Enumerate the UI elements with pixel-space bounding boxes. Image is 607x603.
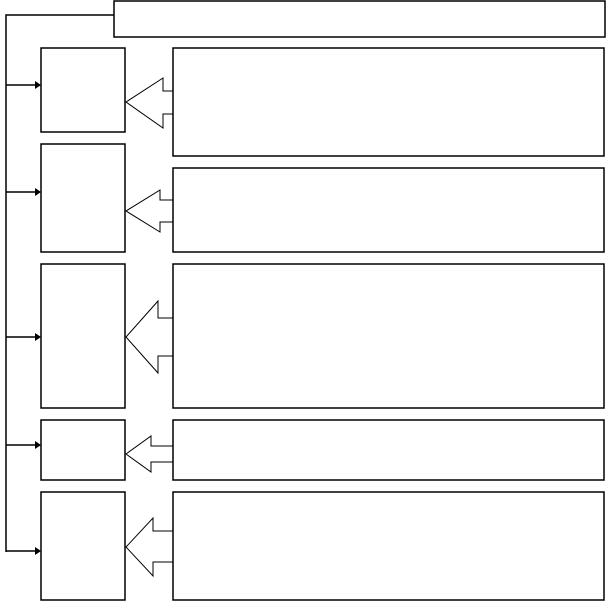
description-box-4	[172, 419, 605, 481]
branch-arrowhead-3	[35, 333, 41, 341]
row-5	[6, 491, 605, 601]
label-box-3	[40, 263, 126, 409]
branch-arrowhead-1	[35, 81, 41, 89]
block-arrow-4	[125, 435, 174, 473]
block-arrow-5	[125, 516, 174, 578]
header-box	[113, 0, 606, 38]
branch-arrowhead-2	[35, 188, 41, 196]
description-box-5	[172, 491, 605, 601]
row-3	[6, 263, 605, 409]
branch-arrowhead-5	[35, 547, 41, 555]
label-box-2	[40, 143, 126, 253]
block-arrow-3	[125, 299, 174, 375]
trunk-connector	[5, 14, 114, 552]
branch-arrowhead-4	[35, 441, 41, 449]
row-2	[6, 143, 605, 253]
description-box-3	[172, 263, 605, 409]
description-box-2	[172, 167, 605, 253]
label-box-5	[40, 491, 126, 601]
block-arrow-2	[125, 189, 174, 233]
description-box-1	[172, 47, 605, 157]
row-4	[6, 419, 605, 481]
block-arrow-1	[125, 77, 174, 129]
label-box-4	[40, 419, 126, 481]
label-box-1	[40, 47, 126, 133]
row-1	[6, 47, 605, 157]
